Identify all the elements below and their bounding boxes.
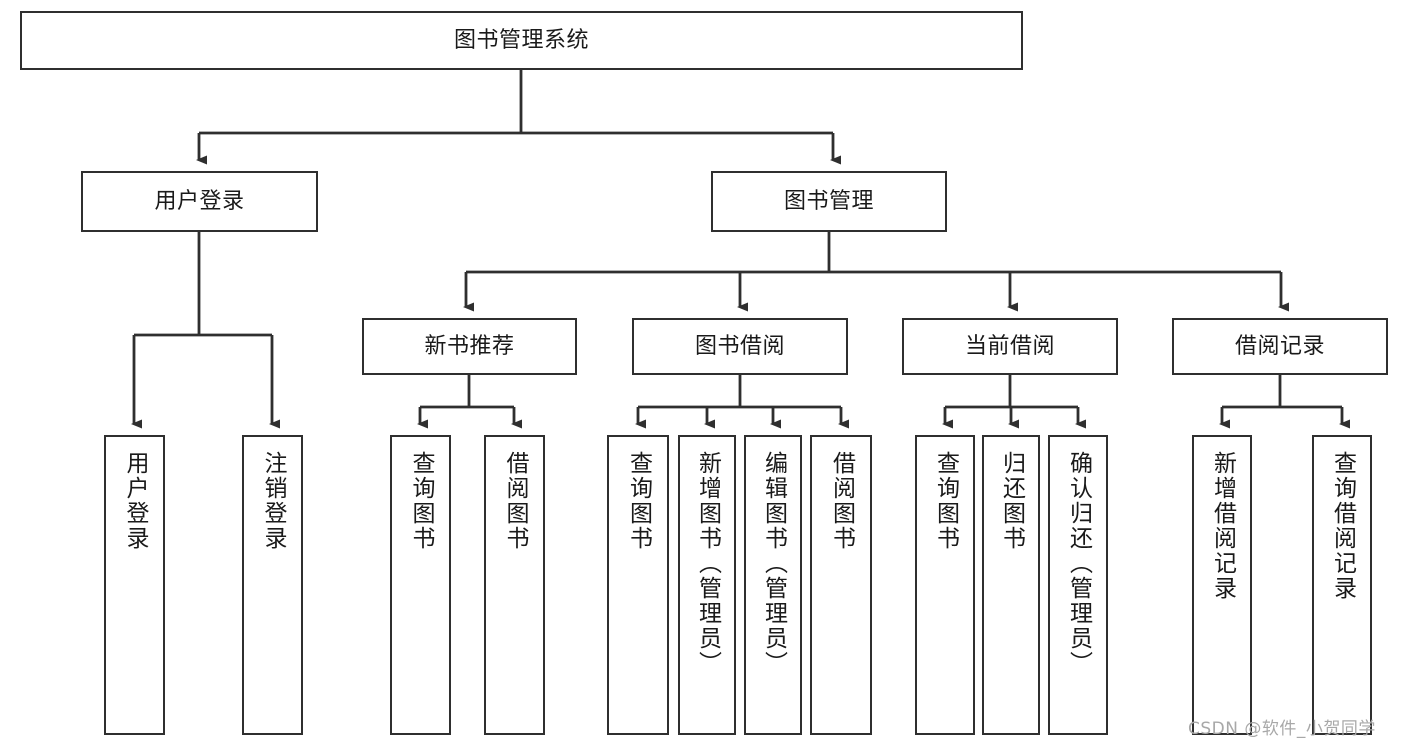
node-leaf-user-login[interactable]: 用户登录 bbox=[104, 435, 165, 735]
node-current-borrow-label: 当前借阅 bbox=[964, 333, 1055, 359]
node-leaf-confirm-return-label: 确认归还（管理员） bbox=[1065, 451, 1092, 676]
node-leaf-query-book-1[interactable]: 查询图书 bbox=[390, 435, 451, 735]
node-user-login-label: 用户登录 bbox=[154, 188, 245, 214]
node-book-borrow[interactable]: 图书借阅 bbox=[632, 318, 848, 375]
node-leaf-borrow-book-1[interactable]: 借阅图书 bbox=[484, 435, 545, 735]
node-leaf-confirm-return[interactable]: 确认归还（管理员） bbox=[1048, 435, 1108, 735]
node-new-book-rec-label: 新书推荐 bbox=[424, 333, 515, 359]
node-user-login[interactable]: 用户登录 bbox=[81, 171, 318, 232]
node-borrow-record-label: 借阅记录 bbox=[1234, 333, 1325, 359]
node-leaf-query-book-3[interactable]: 查询图书 bbox=[915, 435, 975, 735]
node-leaf-user-logout-label: 注销登录 bbox=[260, 451, 286, 551]
node-leaf-query-book-2[interactable]: 查询图书 bbox=[607, 435, 669, 735]
node-leaf-query-record[interactable]: 查询借阅记录 bbox=[1312, 435, 1372, 735]
node-root[interactable]: 图书管理系统 bbox=[20, 11, 1023, 70]
node-leaf-add-record-label: 新增借阅记录 bbox=[1209, 451, 1236, 601]
node-book-borrow-label: 图书借阅 bbox=[694, 333, 785, 359]
node-current-borrow[interactable]: 当前借阅 bbox=[902, 318, 1118, 375]
node-leaf-query-book-2-label: 查询图书 bbox=[625, 451, 652, 551]
node-book-manage-label: 图书管理 bbox=[783, 188, 874, 214]
node-leaf-add-book[interactable]: 新增图书（管理员） bbox=[678, 435, 736, 735]
node-leaf-query-record-label: 查询借阅记录 bbox=[1329, 451, 1356, 601]
node-leaf-borrow-book-2[interactable]: 借阅图书 bbox=[810, 435, 872, 735]
node-leaf-add-book-label: 新增图书（管理员） bbox=[694, 451, 721, 676]
csdn-watermark: CSDN @软件_小贺同学 bbox=[1188, 719, 1376, 739]
node-leaf-borrow-book-2-label: 借阅图书 bbox=[828, 451, 855, 551]
node-leaf-edit-book[interactable]: 编辑图书（管理员） bbox=[744, 435, 802, 735]
node-leaf-query-book-3-label: 查询图书 bbox=[932, 451, 959, 551]
node-leaf-user-logout[interactable]: 注销登录 bbox=[242, 435, 303, 735]
node-leaf-user-login-label: 用户登录 bbox=[122, 451, 148, 551]
node-leaf-return-book-label: 归还图书 bbox=[998, 451, 1025, 551]
node-book-manage[interactable]: 图书管理 bbox=[711, 171, 947, 232]
node-new-book-rec[interactable]: 新书推荐 bbox=[362, 318, 577, 375]
node-leaf-borrow-book-1-label: 借阅图书 bbox=[502, 451, 528, 551]
node-leaf-edit-book-label: 编辑图书（管理员） bbox=[760, 451, 787, 676]
node-leaf-add-record[interactable]: 新增借阅记录 bbox=[1192, 435, 1252, 735]
node-borrow-record[interactable]: 借阅记录 bbox=[1172, 318, 1388, 375]
node-root-label: 图书管理系统 bbox=[453, 27, 589, 53]
node-leaf-query-book-1-label: 查询图书 bbox=[408, 451, 434, 551]
node-leaf-return-book[interactable]: 归还图书 bbox=[982, 435, 1040, 735]
